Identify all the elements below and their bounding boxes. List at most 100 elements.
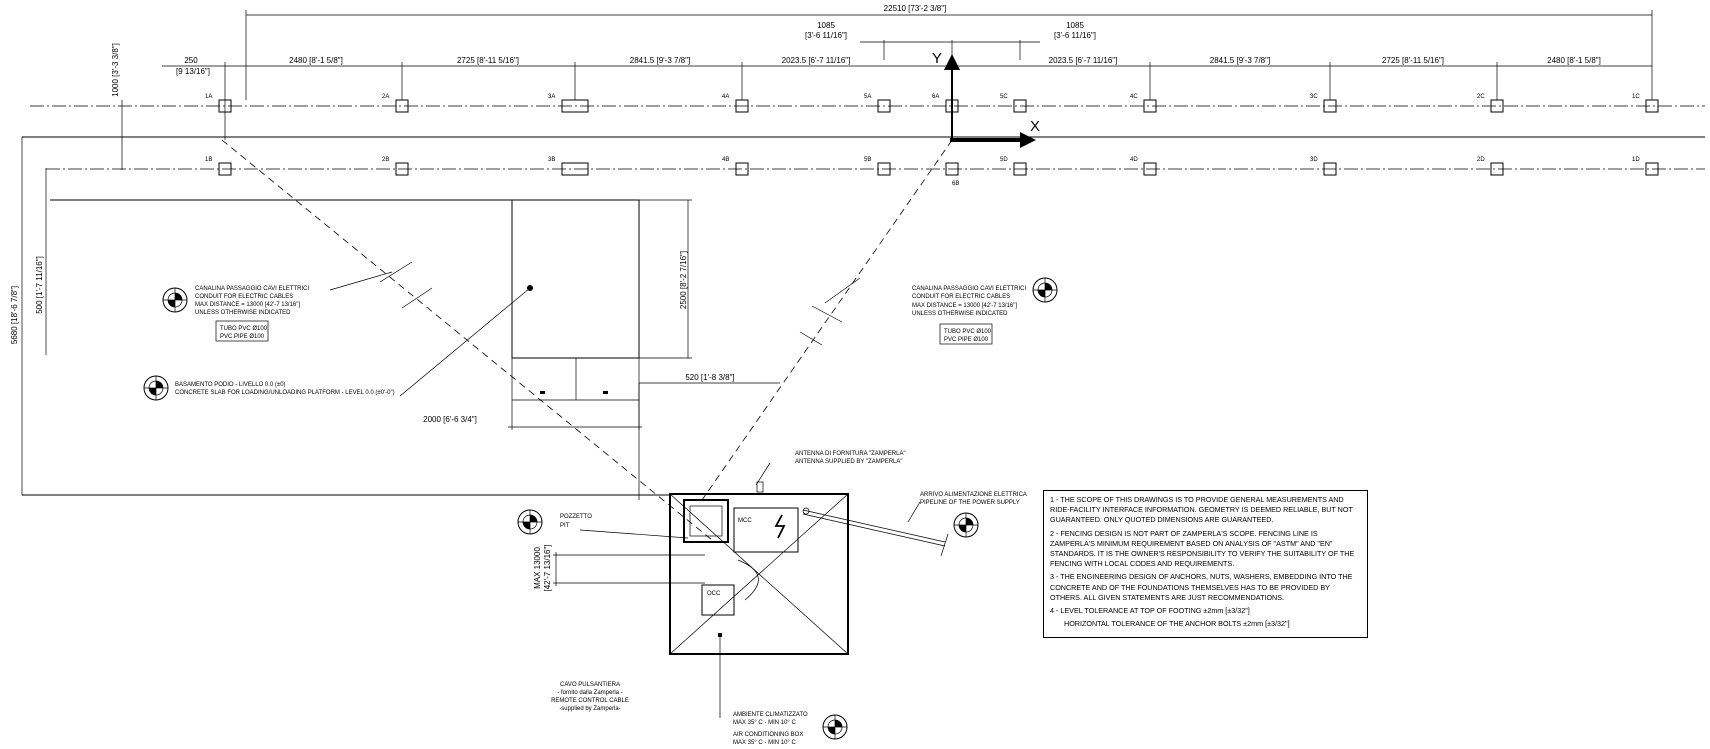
- slab-offset-dim: 520 [1'-8 3/8"]: [685, 373, 734, 382]
- anchor-box: [218, 99, 232, 113]
- center-right-dim-imp: [3'-6 11/16"]: [1054, 31, 1096, 40]
- grid-label: 4C: [1130, 94, 1138, 100]
- anchor-box: [561, 162, 589, 176]
- svg-text:MAX DISTANCE = 13000 [42'-7 13: MAX DISTANCE = 13000 [42'-7 13/16"]: [912, 303, 1017, 309]
- anchor-box: [218, 162, 232, 176]
- anchor-box: [1323, 99, 1337, 113]
- grid-label: 4A: [722, 94, 729, 100]
- center-right-dim: 1085: [1066, 21, 1084, 30]
- svg-text:PIPELINE OF THE POWER SUPPLY: PIPELINE OF THE POWER SUPPLY: [920, 500, 1020, 506]
- svg-text:MAX DISTANCE = 13000 [42'-7 13: MAX DISTANCE = 13000 [42'-7 13/16"]: [195, 302, 300, 308]
- svg-text:ANTENNA SUPPLIED BY "ZAMPERLA": ANTENNA SUPPLIED BY "ZAMPERLA": [795, 459, 903, 465]
- grid-label: 5A: [864, 94, 871, 100]
- anchor-box: [1490, 99, 1504, 113]
- svg-text:UNLESS OTHERWISE INDICATED: UNLESS OTHERWISE INDICATED: [912, 311, 1008, 317]
- general-notes: 1 - THE SCOPE OF THIS DRAWINGS IS TO PRO…: [1043, 490, 1368, 638]
- svg-text:AMBIENTE CLIMATIZZATO: AMBIENTE CLIMATIZZATO: [733, 712, 808, 718]
- overall-dim-text: 22510 [73'-2 3/8"]: [884, 4, 947, 13]
- dim-top-3: 2841.5 [9'-3 7/8"]: [630, 56, 690, 65]
- site-outline: [21, 137, 670, 496]
- svg-text:POZZETTO: POZZETTO: [560, 514, 592, 520]
- callout-conduit-left: CANALINA PASSAGGIO CAVI ELETTRICI CONDUI…: [195, 286, 309, 342]
- svg-text:PVC PIPE Ø100: PVC PIPE Ø100: [944, 337, 989, 343]
- anchor-box: [1013, 99, 1027, 113]
- svg-text:CANALINA PASSAGGIO CAVI ELETTR: CANALINA PASSAGGIO CAVI ELETTRICI: [195, 286, 309, 292]
- dim-top-4: 2023.5 [6'-7 11/16"]: [782, 56, 851, 65]
- anchor-box: [1490, 162, 1504, 176]
- anchor-box: [945, 162, 959, 176]
- grid-label: 6B: [952, 181, 959, 187]
- grid-label: 4B: [722, 157, 729, 163]
- svg-text:BASAMENTO PODIO - LIVELLO 0.0: BASAMENTO PODIO - LIVELLO 0.0 (±0): [175, 382, 286, 388]
- anchor-box: [395, 99, 409, 113]
- dim-top-5: 2023.5 [6'-7 11/16"]: [1049, 56, 1118, 65]
- grid-label: 5B: [864, 157, 871, 163]
- svg-text:CONDUIT FOR ELECTRIC CABLES: CONDUIT FOR ELECTRIC CABLES: [195, 294, 293, 300]
- section-symbol-icon: [953, 512, 979, 538]
- grid-label: 3A: [548, 94, 555, 100]
- vert-total-dimension: 5680 [18'-6 7/8"] 500 [1'-7 11/16"]: [10, 200, 47, 355]
- svg-text:ANTENNA DI FORNITURA "ZAMPERLA: ANTENNA DI FORNITURA "ZAMPERLA": [795, 451, 906, 457]
- slab-width-dim: 2000 [6'-6 3/4"]: [423, 415, 477, 424]
- anchor-box: [735, 162, 749, 176]
- x-axis-label: X: [1030, 118, 1040, 135]
- section-symbol-icon: [143, 375, 169, 401]
- power-pipeline: [802, 507, 949, 557]
- max-distance-dimension: MAX 13000 [42'-7 13/16"]: [533, 544, 705, 592]
- dim-top-2: 2725 [8'-11 5/16"]: [457, 56, 519, 65]
- dim-top-1: 2480 [8'-1 5/8"]: [289, 56, 343, 65]
- anchor-box: [1143, 162, 1157, 176]
- callout-antenna: ANTENNA DI FORNITURA "ZAMPERLA" ANTENNA …: [795, 451, 906, 465]
- dim-top-8: 2480 [8'-1 5/8"]: [1547, 56, 1601, 65]
- svg-text:CONCRETE SLAB FOR LOADING/UNLO: CONCRETE SLAB FOR LOADING/UNLOADING PLAT…: [175, 390, 395, 396]
- callout-cable: CAVO PULSANTIERA - fornito dalla Zamperl…: [551, 682, 629, 712]
- grid-label: 3B: [548, 157, 555, 163]
- svg-text:CAVO PULSANTIERA: CAVO PULSANTIERA: [560, 682, 620, 688]
- leader-lines: [329, 271, 921, 718]
- callout-slab: BASAMENTO PODIO - LIVELLO 0.0 (±0) CONCR…: [175, 382, 395, 396]
- grid-label: 5C: [1000, 94, 1008, 100]
- anchor-box: [1143, 99, 1157, 113]
- grid-label: 2B: [382, 157, 389, 163]
- grid-label: 3D: [1310, 157, 1318, 163]
- svg-text:TUBO PVC Ø100: TUBO PVC Ø100: [220, 326, 268, 332]
- section-symbols: [143, 277, 1058, 740]
- anchor-box: [1645, 162, 1659, 176]
- svg-text:TUBO PVC Ø100: TUBO PVC Ø100: [944, 329, 992, 335]
- grid-label: 2C: [1477, 94, 1485, 100]
- dim-top-7: 2725 [8'-11 5/16"]: [1382, 56, 1444, 65]
- svg-text:-supplied by Zamperla-: -supplied by Zamperla-: [559, 706, 620, 712]
- note-4: 4 - LEVEL TOLERANCE AT TOP OF FOOTING ±2…: [1050, 606, 1250, 616]
- overall-dimension: 22510 [73'-2 3/8"]: [245, 4, 1653, 100]
- svg-text:PVC PIPE Ø100: PVC PIPE Ø100: [220, 334, 265, 340]
- top-dimension-chain: 250 [9 13/16"] 2480 [8'-1 5/8"] 2725 [8'…: [162, 56, 1652, 140]
- svg-text:REMOTE CONTROL CABLE: REMOTE CONTROL CABLE: [551, 698, 629, 704]
- vert-500-dim-text: 500 [1'-7 11/16"]: [35, 256, 44, 314]
- left-offset-dim-imp: [9 13/16"]: [176, 67, 210, 76]
- svg-text:- fornito dalla Zamperla -: - fornito dalla Zamperla -: [557, 690, 622, 696]
- callout-conduit-right: CANALINA PASSAGGIO CAVI ELETTRICI CONDUI…: [912, 286, 1026, 345]
- svg-text:MAX 35° C - MIN 10° C: MAX 35° C - MIN 10° C: [733, 720, 796, 726]
- section-symbol-icon: [162, 287, 188, 313]
- svg-text:AIR CONDITIONING BOX: AIR CONDITIONING BOX: [733, 732, 803, 738]
- occ-label: OCC: [707, 591, 721, 597]
- note-3: 3 - THE ENGINEERING DESIGN OF ANCHORS, N…: [1050, 572, 1353, 602]
- svg-text:ARRIVO ALIMENTAZIONE ELETTRICA: ARRIVO ALIMENTAZIONE ELETTRICA: [920, 492, 1027, 498]
- grid-label: 4D: [1130, 157, 1138, 163]
- note-1: 1 - THE SCOPE OF THIS DRAWINGS IS TO PRO…: [1050, 495, 1353, 525]
- left-offset-dim: 250: [184, 56, 198, 65]
- anchor-box: [877, 162, 891, 176]
- grid-lines: [22, 105, 1705, 170]
- note-5: HORIZONTAL TOLERANCE OF THE ANCHOR BOLTS…: [1064, 619, 1290, 629]
- grid-label: 1D: [1632, 157, 1640, 163]
- svg-text:CANALINA PASSAGGIO CAVI ELETTR: CANALINA PASSAGGIO CAVI ELETTRICI: [912, 286, 1026, 292]
- max-dim-text: MAX 13000: [533, 547, 542, 589]
- slab-height-dim: 2500 [8'-2 7/16"]: [679, 251, 688, 309]
- grid-label: 6A: [932, 94, 939, 100]
- anchor-box: [1323, 162, 1337, 176]
- svg-text:CONDUIT FOR ELECTRIC CABLES: CONDUIT FOR ELECTRIC CABLES: [912, 294, 1010, 300]
- row-gap-dim-text: 1000 [3'-3 3/8"]: [111, 43, 120, 97]
- anchor-box: [735, 99, 749, 113]
- svg-text:PIT: PIT: [560, 523, 570, 529]
